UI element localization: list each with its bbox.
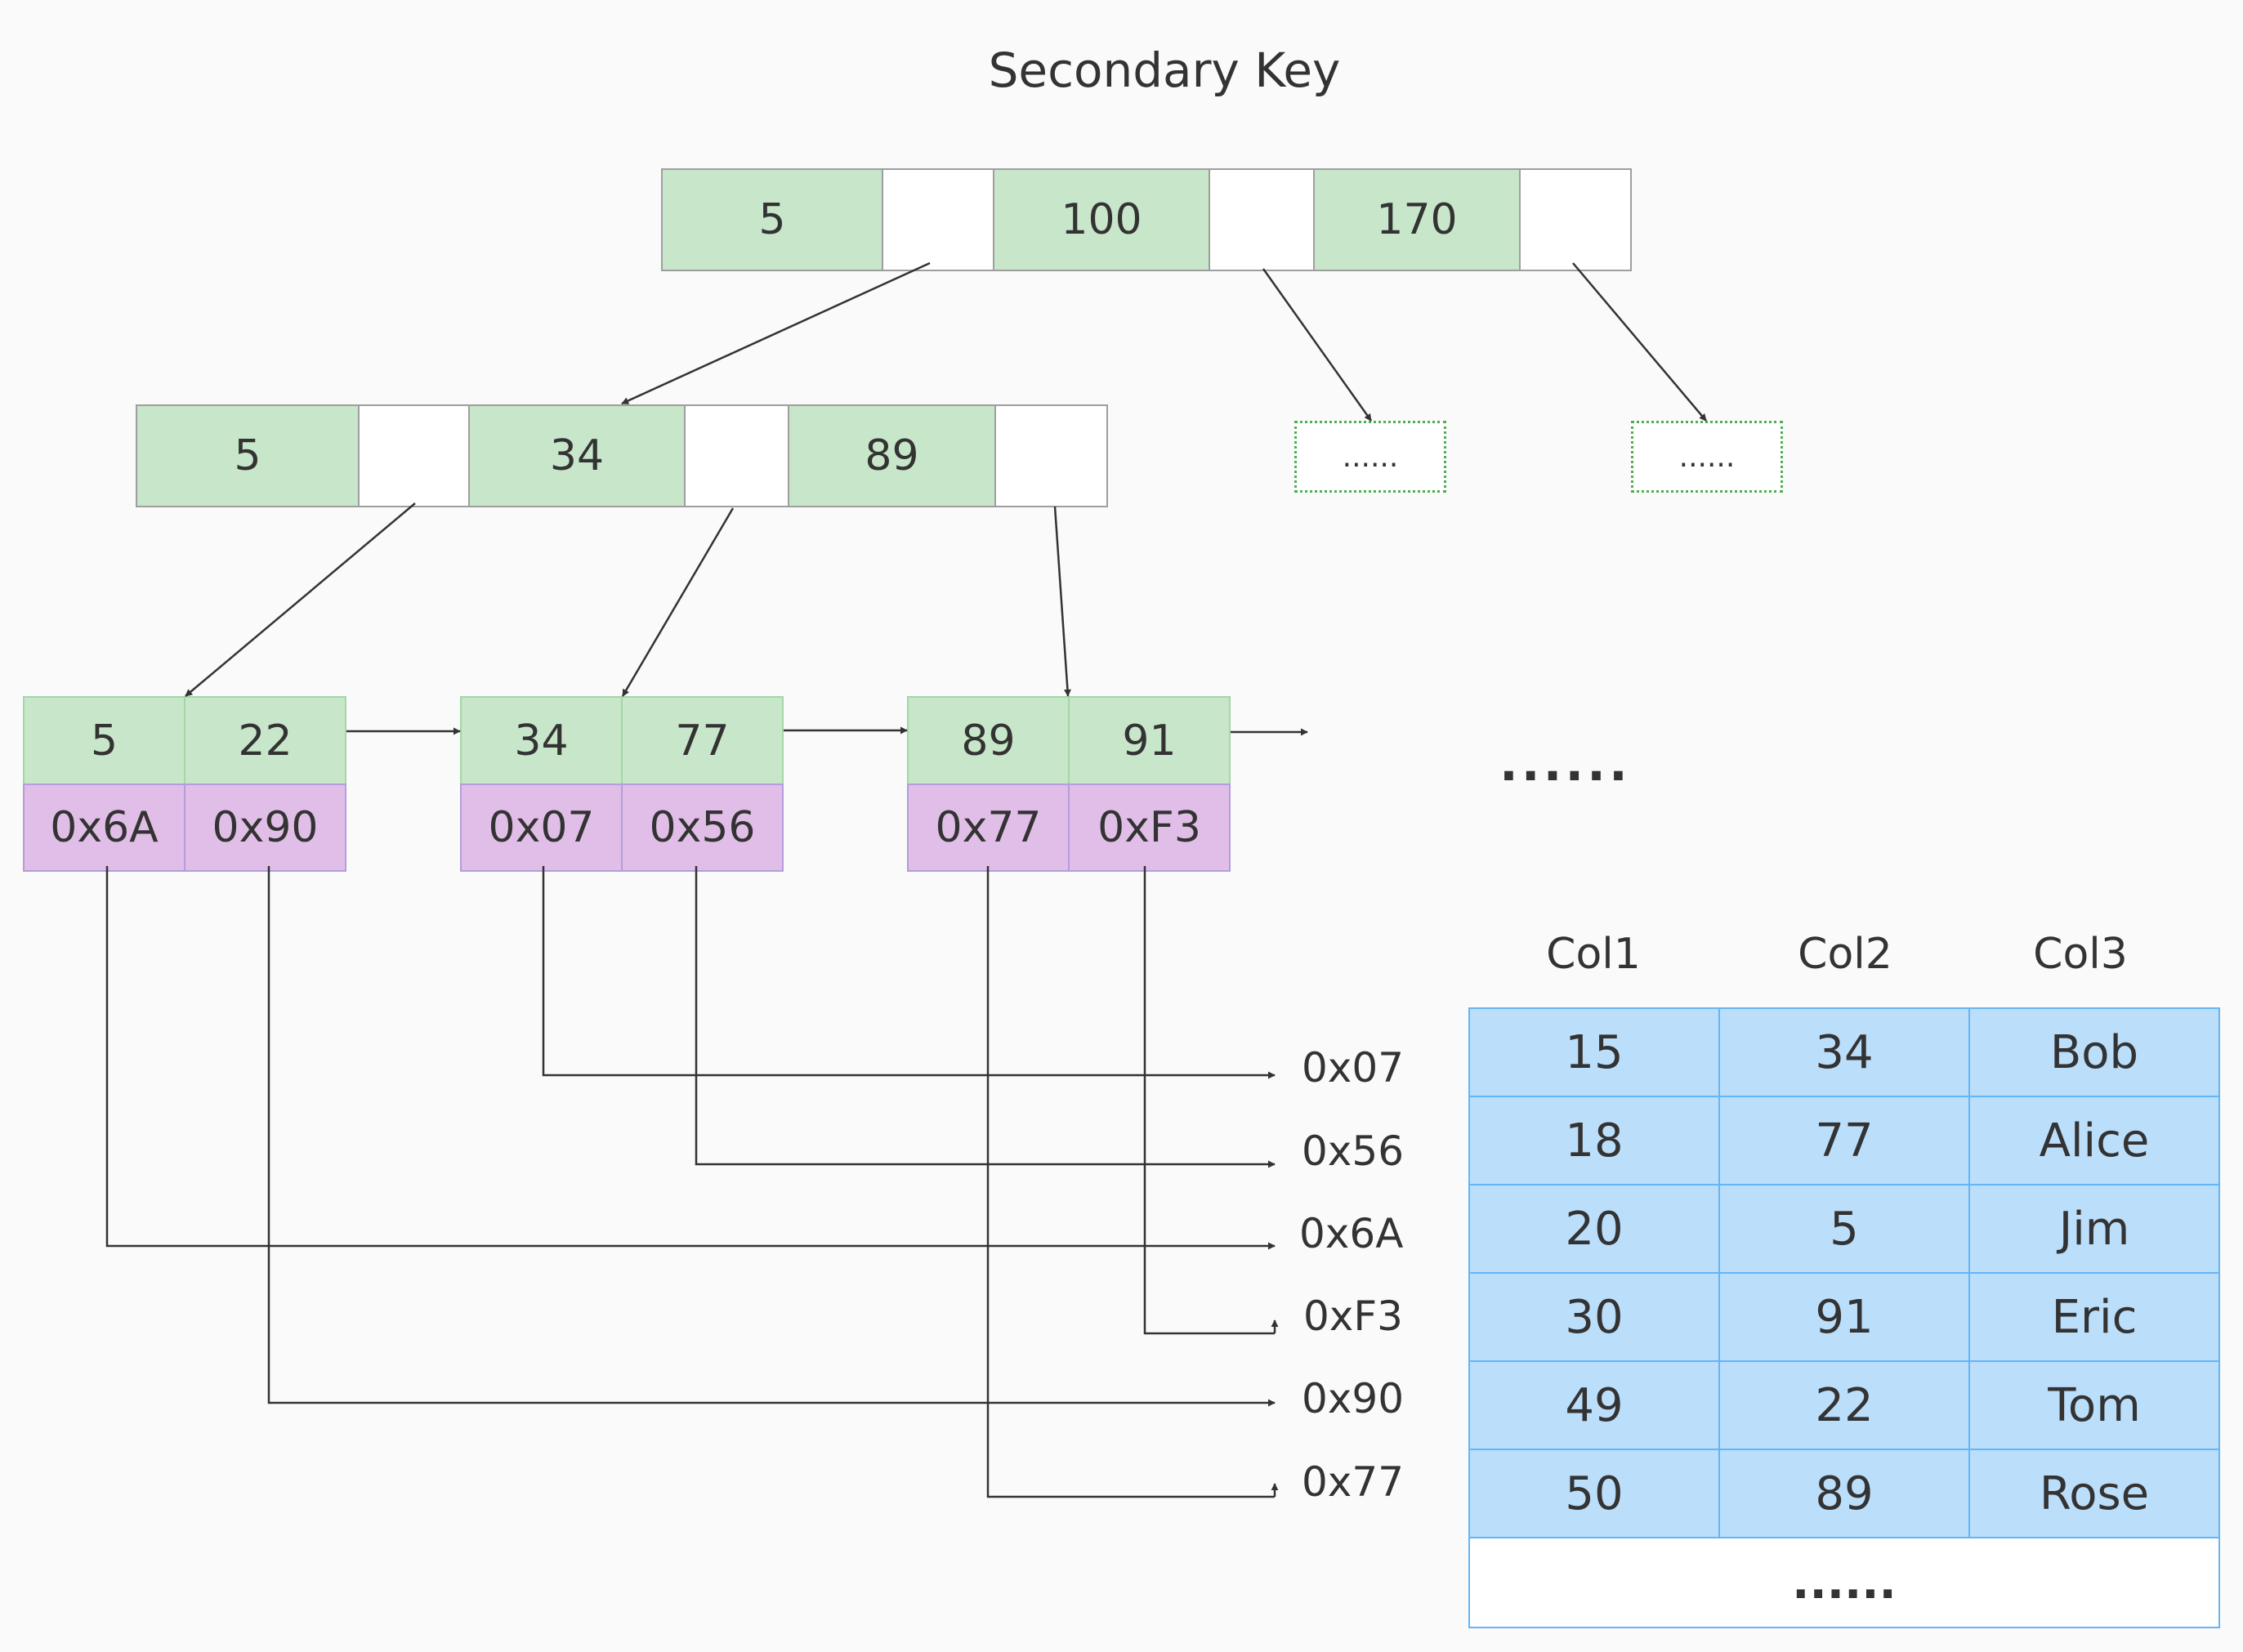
- table-cell: 15: [1468, 1007, 1720, 1097]
- address-label: 0xF3: [1303, 1293, 1403, 1340]
- diagram-title: Secondary Key: [988, 42, 1341, 98]
- address-arrow: [695, 866, 1276, 1168]
- root-key: 170: [1313, 168, 1521, 271]
- address-label: 0x90: [1302, 1375, 1405, 1422]
- root-key: 5: [661, 168, 883, 271]
- leaf-address: 0x07: [460, 784, 623, 872]
- address-label: 0x6A: [1299, 1210, 1404, 1257]
- placeholder-node: ......: [1631, 421, 1783, 493]
- address-arrow: [986, 866, 1275, 1498]
- leaf-key: 77: [621, 696, 784, 785]
- column-header: Col1: [1546, 930, 1641, 979]
- address-label: 0x77: [1302, 1458, 1405, 1506]
- leaf-key: 34: [460, 696, 623, 785]
- leaf-address: 0xF3: [1068, 784, 1231, 872]
- leaf-key: 91: [1068, 696, 1231, 785]
- inner-pointer: [358, 404, 470, 507]
- table-footer-ellipsis: ......: [1468, 1537, 2220, 1628]
- table-cell: 77: [1718, 1096, 1970, 1185]
- placeholder-node: ......: [1294, 421, 1446, 493]
- leaf-address: 0x6A: [23, 784, 185, 872]
- address-label: 0x56: [1302, 1127, 1405, 1175]
- root-pointer: [1519, 168, 1632, 271]
- leaf-key: 22: [184, 696, 346, 785]
- pointer-arrow: [621, 261, 931, 405]
- table-cell: Rose: [1968, 1449, 2220, 1538]
- column-header: Col3: [2033, 930, 2128, 979]
- inner-pointer: [994, 404, 1108, 507]
- inner-key: 5: [136, 404, 360, 507]
- pointer-arrow: [1572, 262, 1707, 422]
- address-arrow: [1143, 866, 1275, 1335]
- table-cell: Alice: [1968, 1096, 2220, 1185]
- address-arrow: [542, 866, 1276, 1079]
- address-arrow: [105, 866, 1276, 1250]
- leaf-key: 5: [23, 696, 185, 785]
- pointer-arrow: [1262, 268, 1373, 422]
- pointer-arrow: [185, 502, 416, 697]
- address-arrow: [267, 866, 1276, 1407]
- leaf-address: 0x90: [184, 784, 346, 872]
- leaf-ellipsis: ......: [1499, 735, 1631, 793]
- table-cell: Bob: [1968, 1007, 2220, 1097]
- pointer-arrow: [1053, 506, 1071, 697]
- inner-key: 89: [788, 404, 996, 507]
- leaf-key: 89: [907, 696, 1070, 785]
- root-pointer: [1209, 168, 1315, 271]
- table-cell: 30: [1468, 1272, 1720, 1362]
- column-header: Col2: [1798, 930, 1892, 979]
- table-cell: Jim: [1968, 1184, 2220, 1274]
- root-key: 100: [993, 168, 1210, 271]
- table-cell: 18: [1468, 1096, 1720, 1185]
- table-cell: 49: [1468, 1360, 1720, 1450]
- table-cell: Eric: [1968, 1272, 2220, 1362]
- pointer-arrow: [621, 507, 735, 697]
- address-label: 0x07: [1302, 1044, 1405, 1092]
- inner-pointer: [684, 404, 789, 507]
- table-cell: 91: [1718, 1272, 1970, 1362]
- table-cell: 50: [1468, 1449, 1720, 1538]
- inner-key: 34: [468, 404, 686, 507]
- table-cell: 89: [1718, 1449, 1970, 1538]
- leaf-address: 0x77: [907, 784, 1070, 872]
- leaf-address: 0x56: [621, 784, 784, 872]
